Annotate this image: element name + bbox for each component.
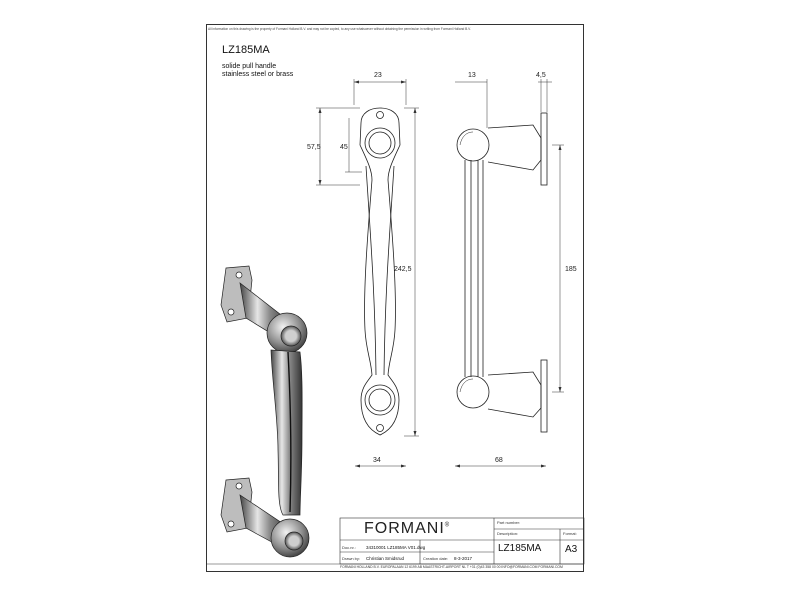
description-label: Description: — [497, 531, 519, 536]
dimension-lines — [316, 79, 564, 467]
drawing-frame — [206, 24, 584, 572]
description-line-1: solide pull handle — [222, 63, 277, 70]
company-footer: FORMANI HOLLAND B.V. EUROPALAAN 12 6199 … — [340, 565, 563, 569]
drawn-label: Drawn by: — [342, 556, 361, 561]
brand-logo: FORMANI® — [364, 520, 450, 538]
dimension-arrows — [318, 80, 562, 468]
dim-front-top-inner: 45 — [340, 144, 348, 151]
creation-label: Creation date: — [423, 556, 449, 561]
side-view — [456, 112, 548, 433]
dim-side-center: 185 — [565, 266, 577, 273]
title-block-lines — [206, 517, 585, 565]
description-value: LZ185MA — [498, 543, 542, 554]
part-number-label: Part number: — [497, 520, 521, 525]
dim-front-top-outer: 57,5 — [307, 144, 321, 151]
front-view — [359, 107, 401, 436]
creation-value: 8-3-2017 — [454, 556, 473, 561]
format-label: Format: — [563, 531, 577, 536]
product-code: LZ185MA — [222, 44, 270, 56]
dim-front-bottom-width: 34 — [373, 457, 381, 464]
format-value: A3 — [565, 544, 578, 555]
dim-side-plate: 4,5 — [536, 72, 546, 79]
dim-side-offset: 13 — [468, 72, 476, 79]
doc-label: Doc.nr.: — [342, 545, 356, 550]
dim-side-depth: 68 — [495, 457, 503, 464]
doc-value: 34310001 LZ185MA V01.dwg — [366, 545, 426, 550]
copyright-notice: All information on this drawing is the p… — [208, 27, 471, 31]
brand-mark: ® — [444, 522, 451, 529]
description-line-2: stainless steel or brass — [222, 71, 294, 78]
dim-front-length: 242,5 — [394, 266, 412, 273]
dim-front-width: 23 — [374, 72, 382, 79]
drawn-value: Christian Smidsrud — [366, 556, 405, 561]
product-description: solide pull handle stainless steel or br… — [222, 63, 293, 79]
handle-render — [220, 265, 310, 558]
brand-name: FORMANI — [364, 520, 445, 537]
